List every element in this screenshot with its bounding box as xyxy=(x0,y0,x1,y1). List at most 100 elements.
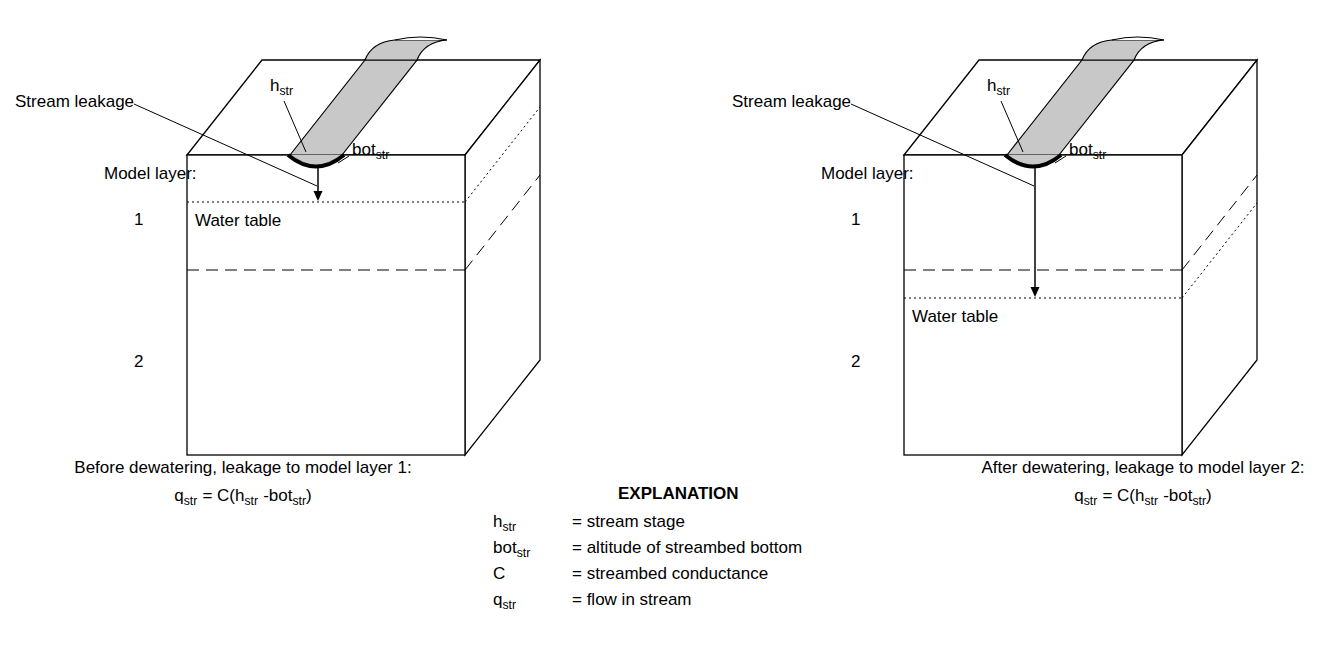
subscript-text: str xyxy=(1144,494,1158,508)
water-table-line xyxy=(904,298,1182,299)
label-text: Water table xyxy=(195,211,281,230)
text-group: C xyxy=(493,564,505,584)
subscript-text: str xyxy=(184,494,198,508)
streambed xyxy=(288,155,344,167)
leader-line xyxy=(284,101,306,152)
leader-line xyxy=(1055,156,1066,163)
label-text: h xyxy=(493,512,502,531)
label-text: EXPLANATION xyxy=(618,484,739,503)
text-group: 2 xyxy=(851,352,860,372)
block-side-face xyxy=(1182,60,1257,455)
subscript-text: str xyxy=(279,84,293,98)
text-group: 2 xyxy=(134,352,143,372)
label-text: -bot xyxy=(263,486,292,505)
subscript-text: str xyxy=(517,546,531,560)
subscript-text: str xyxy=(292,494,306,508)
text-group: hstr xyxy=(987,76,1010,99)
label-text: = stream stage xyxy=(572,512,685,531)
label-text: Model layer: xyxy=(821,164,914,183)
layer-boundary xyxy=(904,270,1182,271)
text-group: = streambed conductance xyxy=(572,564,768,584)
streambed xyxy=(1005,155,1061,167)
subscript-text: str xyxy=(376,148,390,162)
text-group: Stream leakage xyxy=(15,92,134,112)
water-table-line xyxy=(1182,203,1257,298)
water-table-line xyxy=(187,202,465,203)
leader-line xyxy=(1001,101,1023,152)
label-text: Model layer: xyxy=(104,164,197,183)
text-group: Model layer: xyxy=(104,164,197,184)
stream-channel xyxy=(1082,40,1164,60)
label-text: Stream leakage xyxy=(15,92,134,111)
label-text: q xyxy=(174,486,183,505)
label-text: 2 xyxy=(851,352,860,371)
layer-boundary xyxy=(1182,175,1257,270)
text-group: botstr xyxy=(352,140,389,163)
label-text: h xyxy=(987,76,996,95)
text-group: qstr xyxy=(493,590,516,613)
subscript-text: str xyxy=(1084,494,1098,508)
stream-channel xyxy=(1112,37,1164,40)
subscript-text: str xyxy=(1192,494,1206,508)
label-text: bot xyxy=(352,140,376,159)
water-table-line xyxy=(465,107,540,202)
label-text: -bot xyxy=(1163,486,1192,505)
subscript-text: str xyxy=(1093,148,1107,162)
subscript-text: str xyxy=(502,520,516,534)
text-group: = stream stage xyxy=(572,512,685,532)
label-text: After dewatering, leakage to model layer… xyxy=(981,458,1304,477)
leakage-arrowhead xyxy=(314,191,323,201)
leader-line xyxy=(338,156,349,163)
leakage-arrowhead xyxy=(1031,287,1040,297)
label-text: 2 xyxy=(134,352,143,371)
subscript-text: str xyxy=(502,598,516,612)
label-text: q xyxy=(493,590,502,609)
label-text: = flow in stream xyxy=(572,590,692,609)
text-group: qstr= C(hstr-botstr) xyxy=(1074,486,1211,509)
label-text: = streambed conductance xyxy=(572,564,768,583)
leakage-arrow xyxy=(317,168,319,193)
label-text: q xyxy=(1074,486,1083,505)
block-front-face xyxy=(904,155,1182,455)
text-group: After dewatering, leakage to model layer… xyxy=(981,458,1304,478)
text-group: = altitude of streambed bottom xyxy=(572,538,802,558)
text-group: botstr xyxy=(493,538,530,561)
label-text: bot xyxy=(1069,140,1093,159)
text-group: = flow in stream xyxy=(572,590,692,610)
text-group: botstr xyxy=(1069,140,1106,163)
text-group: 1 xyxy=(851,210,860,230)
label-text: ) xyxy=(1206,486,1212,505)
label-text: ) xyxy=(306,486,312,505)
stream-channel xyxy=(395,37,447,40)
streambed xyxy=(1005,155,1061,167)
subscript-text: str xyxy=(996,84,1010,98)
text-group: hstr xyxy=(493,512,516,535)
streambed xyxy=(288,155,344,167)
block-front-face xyxy=(187,155,465,455)
label-text: = altitude of streambed bottom xyxy=(572,538,802,557)
label-text: = C(h xyxy=(1102,486,1144,505)
text-group: hstr xyxy=(270,76,293,99)
text-group: Water table xyxy=(912,307,998,327)
label-text: Before dewatering, leakage to model laye… xyxy=(74,458,411,477)
text-group: 1 xyxy=(134,210,143,230)
label-text: 1 xyxy=(851,210,860,229)
block-side-face xyxy=(465,60,540,455)
text-group: Water table xyxy=(195,211,281,231)
text-group: EXPLANATION xyxy=(618,484,739,504)
subscript-text: str xyxy=(244,494,258,508)
text-group: Model layer: xyxy=(821,164,914,184)
layer-boundary xyxy=(465,175,540,270)
layer-boundary xyxy=(187,270,465,271)
text-group: Before dewatering, leakage to model laye… xyxy=(74,458,411,478)
label-text: = C(h xyxy=(202,486,244,505)
stream-channel xyxy=(365,40,447,60)
text-group: qstr= C(hstr-botstr) xyxy=(174,486,311,509)
label-text: Water table xyxy=(912,307,998,326)
text-group: Stream leakage xyxy=(732,92,851,112)
label-text: C xyxy=(493,564,505,583)
label-text: Stream leakage xyxy=(732,92,851,111)
label-text: bot xyxy=(493,538,517,557)
leakage-arrow xyxy=(1034,168,1036,289)
